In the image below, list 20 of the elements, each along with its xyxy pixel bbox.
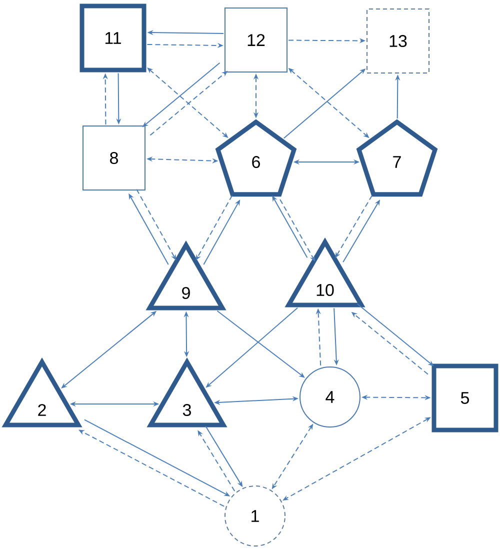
node-label: 6 [252, 156, 260, 168]
node-label: 9 [182, 286, 190, 300]
square-node [432, 364, 498, 432]
square-node [80, 4, 146, 72]
square-node [366, 8, 430, 74]
square-node [224, 8, 288, 72]
node-label: 8 [110, 152, 118, 164]
node-label: 13 [390, 35, 407, 48]
node-label: 4 [326, 391, 334, 403]
node-label: 2 [38, 404, 46, 416]
circle-node [300, 366, 360, 428]
node-label: 10 [316, 284, 334, 296]
node-label: 5 [460, 392, 469, 404]
node-label: 11 [105, 32, 121, 44]
node-label: 12 [248, 34, 265, 46]
node-label: 3 [182, 404, 191, 416]
node-label: 1 [252, 510, 259, 522]
circle-node [224, 486, 286, 546]
square-node [82, 126, 146, 190]
node-label: 7 [393, 156, 401, 168]
